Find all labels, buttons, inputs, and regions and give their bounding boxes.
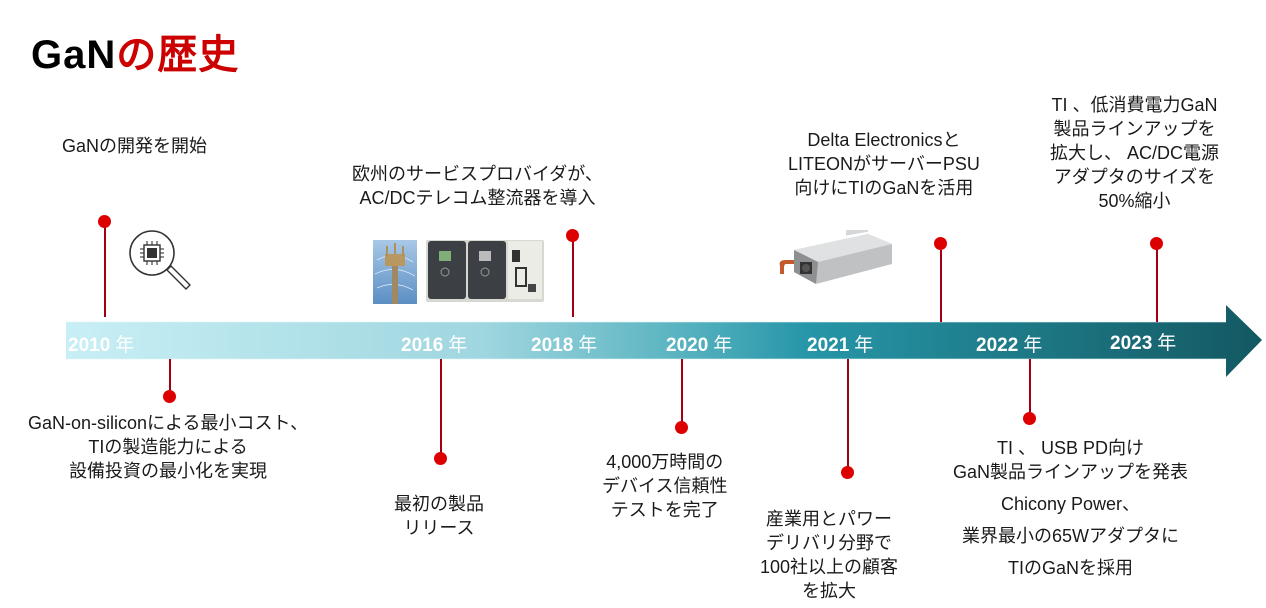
event-label-2010-gan-on-silicon: GaN-on-siliconによる最小コスト、 TIの製造能力による 設備投資の…	[28, 413, 309, 481]
server-psu-image	[779, 230, 892, 284]
page-title: GaNの歴史	[31, 22, 239, 80]
event-marker	[434, 452, 447, 465]
event-label-2020-reliability: 4,000万時間の デバイス信頼性 テストを完了	[602, 452, 728, 520]
event-stem	[169, 359, 171, 394]
event-marker	[1023, 412, 1036, 425]
event-stem	[572, 240, 574, 317]
telecom-tower-image	[373, 240, 417, 304]
event-label-2010-start: GaNの開発を開始	[62, 136, 208, 156]
event-marker	[566, 229, 579, 242]
event-label-2016-first-release: 最初の製品 リリース	[394, 494, 484, 538]
event-marker	[1150, 237, 1163, 250]
event-stem	[847, 359, 849, 471]
timeline-arrow-body	[66, 305, 1262, 377]
event-marker	[675, 421, 688, 434]
telecom-rectifier-image	[426, 240, 544, 302]
event-stem	[1156, 248, 1158, 322]
event-label-2021-psu: Delta Electronicsと LITEONがサーバーPSU 向けにTIの…	[788, 130, 980, 198]
event-label-2021-customers: 産業用とパワー デリバリ分野で 100社以上の顧客 を拡大	[760, 509, 899, 601]
event-label-2018-rectifier: 欧州のサービスプロバイダが、 AC/DCテレコム整流器を導入	[352, 164, 603, 208]
title-history: の歴史	[116, 33, 240, 77]
chip-magnifier-icon	[129, 230, 191, 290]
event-marker	[934, 237, 947, 250]
event-stem	[1029, 359, 1031, 414]
event-stem	[681, 359, 683, 427]
event-marker	[841, 466, 854, 479]
event-marker	[98, 215, 111, 228]
event-marker	[163, 390, 176, 403]
title-gan: GaN	[31, 33, 117, 77]
event-stem	[440, 359, 442, 455]
event-label-2022-usb-pd: TI 、 USB PD向け GaN製品ラインアップを発表 Chicony Pow…	[953, 438, 1189, 578]
event-label-2023-lowpower: TI 、低消費電力GaN 製品ラインアップを 拡大し、 AC/DC電源 アダプタ…	[1050, 95, 1220, 211]
event-stem	[104, 222, 106, 317]
event-stem	[940, 250, 942, 322]
